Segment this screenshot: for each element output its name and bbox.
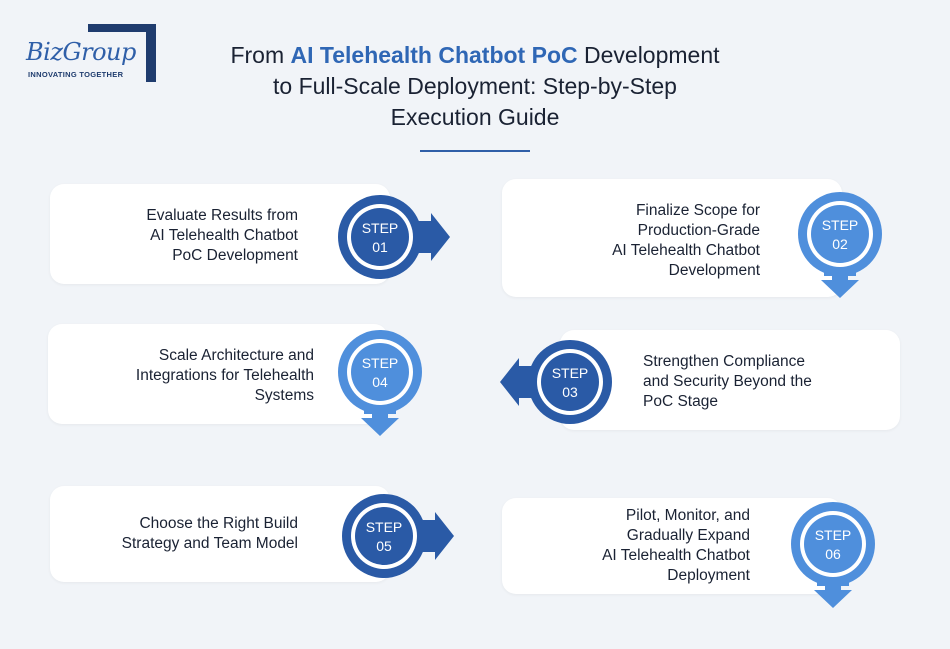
arrow-down-icon bbox=[338, 330, 422, 436]
logo-tagline: INNOVATING TOGETHER bbox=[28, 70, 124, 79]
bizgroup-logo: BizGroup INNOVATING TOGETHER bbox=[24, 24, 160, 84]
title-line1-suffix: Development bbox=[577, 42, 720, 68]
title-underline bbox=[420, 150, 530, 152]
arrow-right-icon bbox=[342, 494, 454, 578]
step-02-card bbox=[502, 179, 842, 297]
step-word: STEP bbox=[361, 220, 399, 236]
step-01-badge: STEP 01 bbox=[333, 191, 453, 283]
step-03-card bbox=[560, 330, 900, 430]
title-line3: Execution Guide bbox=[390, 104, 560, 130]
step-01-card bbox=[50, 184, 390, 284]
logo-frame-bar bbox=[146, 24, 156, 82]
arrow-down-icon bbox=[791, 502, 875, 608]
logo-wordmark: BizGroup bbox=[26, 38, 136, 66]
step-05-card bbox=[50, 486, 390, 582]
title-prefix: From bbox=[230, 42, 291, 68]
arrow-left-icon bbox=[500, 340, 612, 424]
step-06-card bbox=[502, 498, 842, 594]
title-line2: to Full-Scale Deployment: Step-by-Step bbox=[273, 73, 677, 99]
step-number: 01 bbox=[372, 239, 388, 255]
arrow-right-icon bbox=[338, 195, 450, 279]
arrow-down-icon bbox=[798, 192, 882, 298]
title-highlight: AI Telehealth Chatbot PoC bbox=[290, 42, 578, 68]
page-title: From AI Telehealth Chatbot PoC Developme… bbox=[180, 40, 770, 133]
step-04-card bbox=[48, 324, 388, 424]
